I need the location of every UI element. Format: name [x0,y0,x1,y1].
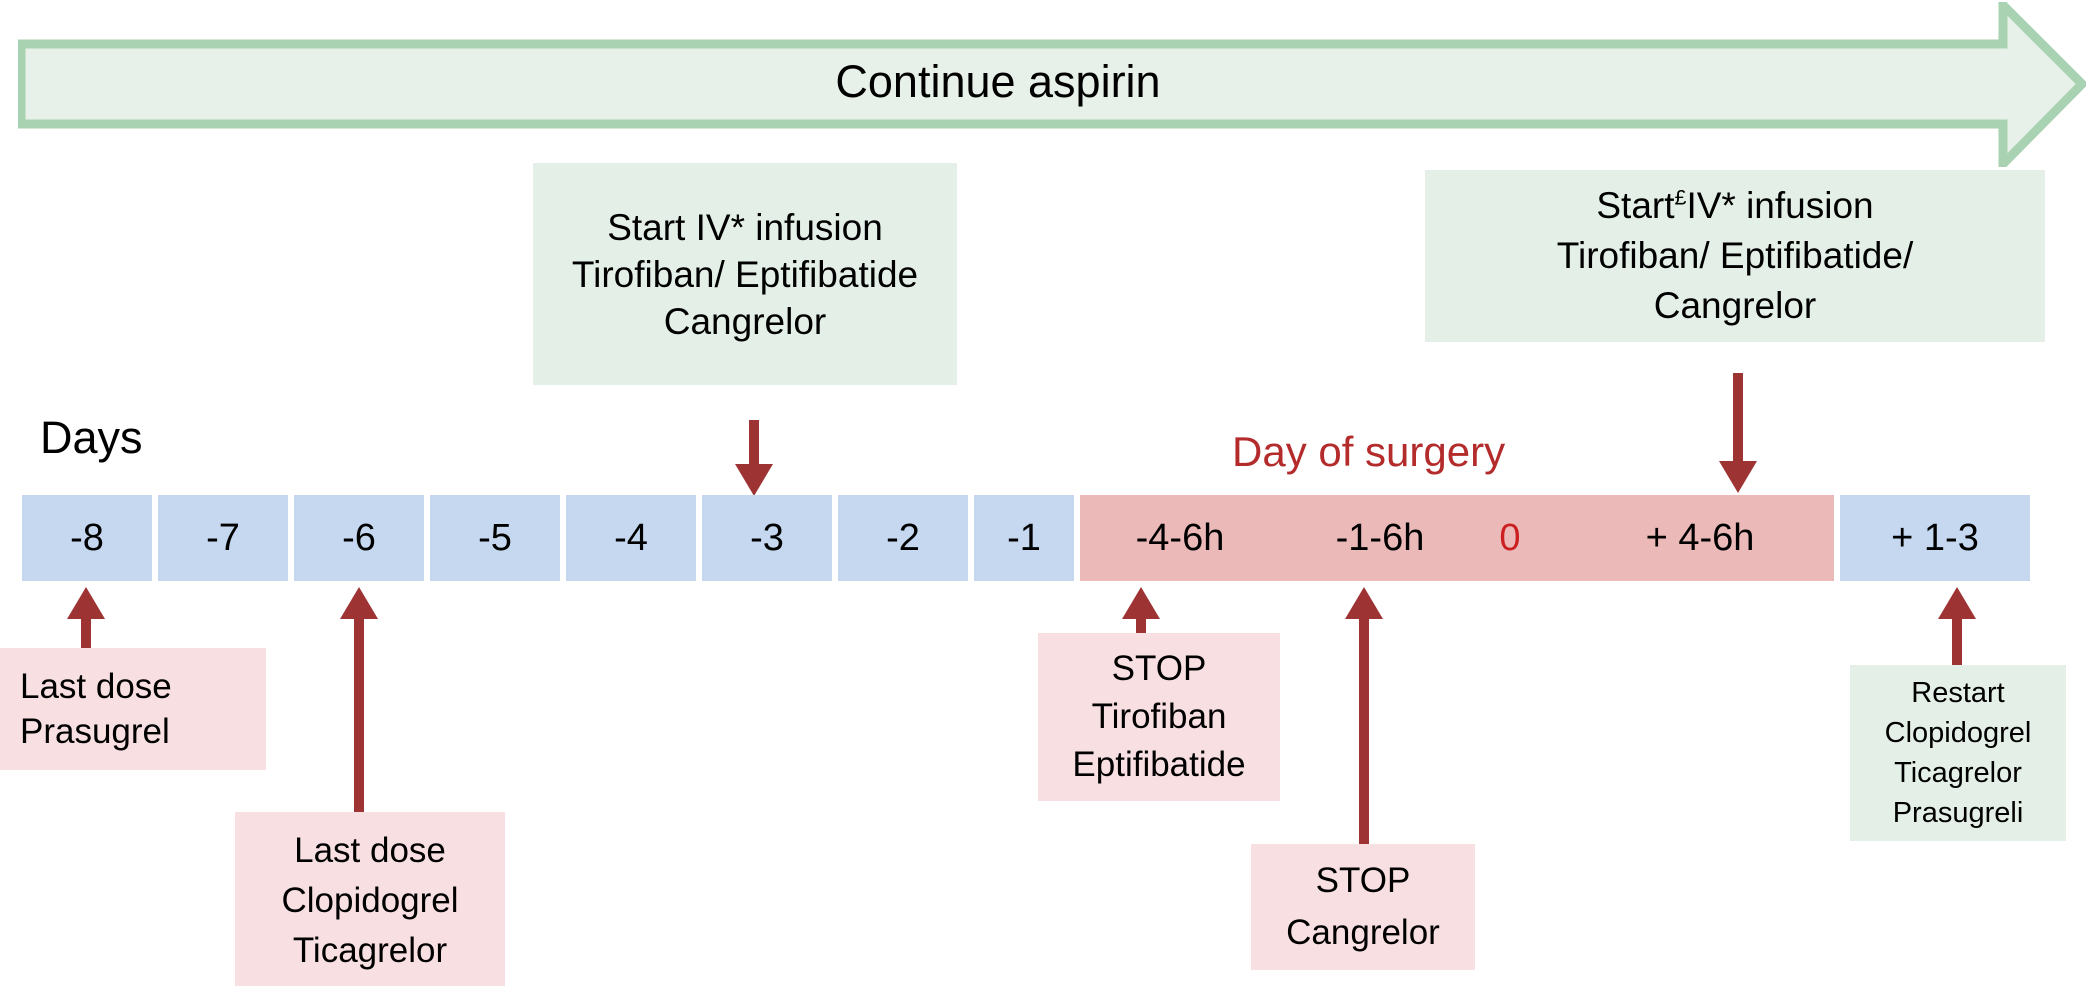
timeline-cell-day--4[interactable]: -4 [566,495,696,581]
timeline-cell-zero[interactable]: 0 [1499,516,1521,559]
note-last-dose-clopidogrel-line-2: Clopidogrel [281,881,459,920]
arrow-up-last-dose-prasugrel [62,585,110,657]
note-start-iv-right-line-3: Cangrelor [1653,285,1817,326]
note-start-iv-right-line-1: Start£IV* infusion [1596,181,1873,231]
note-restart-line-1: Restart [1911,677,2005,709]
note-start-iv-right-word-start: Start [1596,185,1675,226]
note-stop-cangrelor-line-1: STOP [1315,861,1411,900]
timeline-cell-minus-1-6h[interactable]: -1-6h [1335,516,1425,559]
note-stop-tirofiban: STOP Tirofiban Eptifibatide [1038,633,1280,801]
note-start-iv-right: Start£IV* infusion Tirofiban/ Eptifibati… [1425,170,2045,342]
day-of-surgery-label: Day of surgery [1232,428,1506,475]
timeline-cell-plus-4-6h[interactable]: + 4-6h [1645,516,1755,559]
timeline-cell-day--6[interactable]: -6 [294,495,424,581]
pound-superscript-marker: £ [1674,185,1687,210]
note-last-dose-clopidogrel-line-1: Last dose [294,831,446,870]
timeline-cell-day--8[interactable]: -8 [22,495,152,581]
note-stop-tirofiban-line-2: Tirofiban [1091,697,1227,736]
timeline-cell-day--2[interactable]: -2 [838,495,968,581]
arrow-up-stop-cangrelor [1340,585,1388,847]
arrow-down-start-iv-left [730,420,778,498]
note-start-iv-left-line-2: Tirofiban/ Eptifibatide [571,253,919,295]
note-stop-cangrelor: STOP Cangrelor [1251,844,1475,970]
timeline-cell-minus-4-6h[interactable]: -4-6h [1135,516,1225,559]
arrow-down-start-iv-right [1714,373,1762,495]
note-restart-line-4: Prasugreli [1892,797,2024,829]
timeline-cell-day--5[interactable]: -5 [430,495,560,581]
note-last-dose-prasugrel-line-2: Prasugrel [20,712,170,751]
arrow-up-last-dose-clopidogrel [335,585,383,823]
days-axis-label: Days [40,412,143,463]
note-restart-oral-agents: Restart Clopidogrel Ticagrelor Prasugrel… [1850,665,2066,841]
note-stop-tirofiban-line-1: STOP [1111,649,1207,688]
note-start-iv-left-line-1: Start IV* infusion [607,206,883,248]
note-last-dose-clopidogrel: Last dose Clopidogrel Ticagrelor [235,812,505,986]
timeline-cell-day--7[interactable]: -7 [158,495,288,581]
continue-aspirin-label: Continue aspirin [835,56,1161,107]
note-start-iv-right-line-2: Tirofiban/ Eptifibatide/ [1556,235,1914,276]
note-stop-tirofiban-line-3: Eptifibatide [1072,745,1246,784]
timeline-axis: -8 -7 -6 -5 -4 -3 -2 -1 -4-6h -1-6h 0 + … [0,495,2088,581]
note-start-iv-right-word-iv: IV* infusion [1686,185,1874,226]
note-start-iv-left-line-3: Cangrelor [663,300,827,342]
arrow-up-restart [1933,585,1981,675]
timeline-segment-day-of-surgery[interactable] [1080,495,1834,581]
timeline-cell-plus-1-3[interactable]: + 1-3 [1840,495,2030,581]
note-start-iv-left: Start IV* infusion Tirofiban/ Eptifibati… [533,163,957,385]
timeline-cell-day--3[interactable]: -3 [702,495,832,581]
note-restart-line-3: Ticagrelor [1894,757,2022,789]
note-last-dose-clopidogrel-line-3: Ticagrelor [292,931,448,970]
continue-aspirin-banner [18,2,2086,167]
note-last-dose-prasugrel: Last dose Prasugrel [0,648,266,770]
note-stop-cangrelor-line-2: Cangrelor [1286,913,1440,952]
note-last-dose-prasugrel-line-1: Last dose [20,667,172,706]
note-restart-line-2: Clopidogrel [1884,717,2032,749]
timeline-cell-day--1[interactable]: -1 [974,495,1074,581]
